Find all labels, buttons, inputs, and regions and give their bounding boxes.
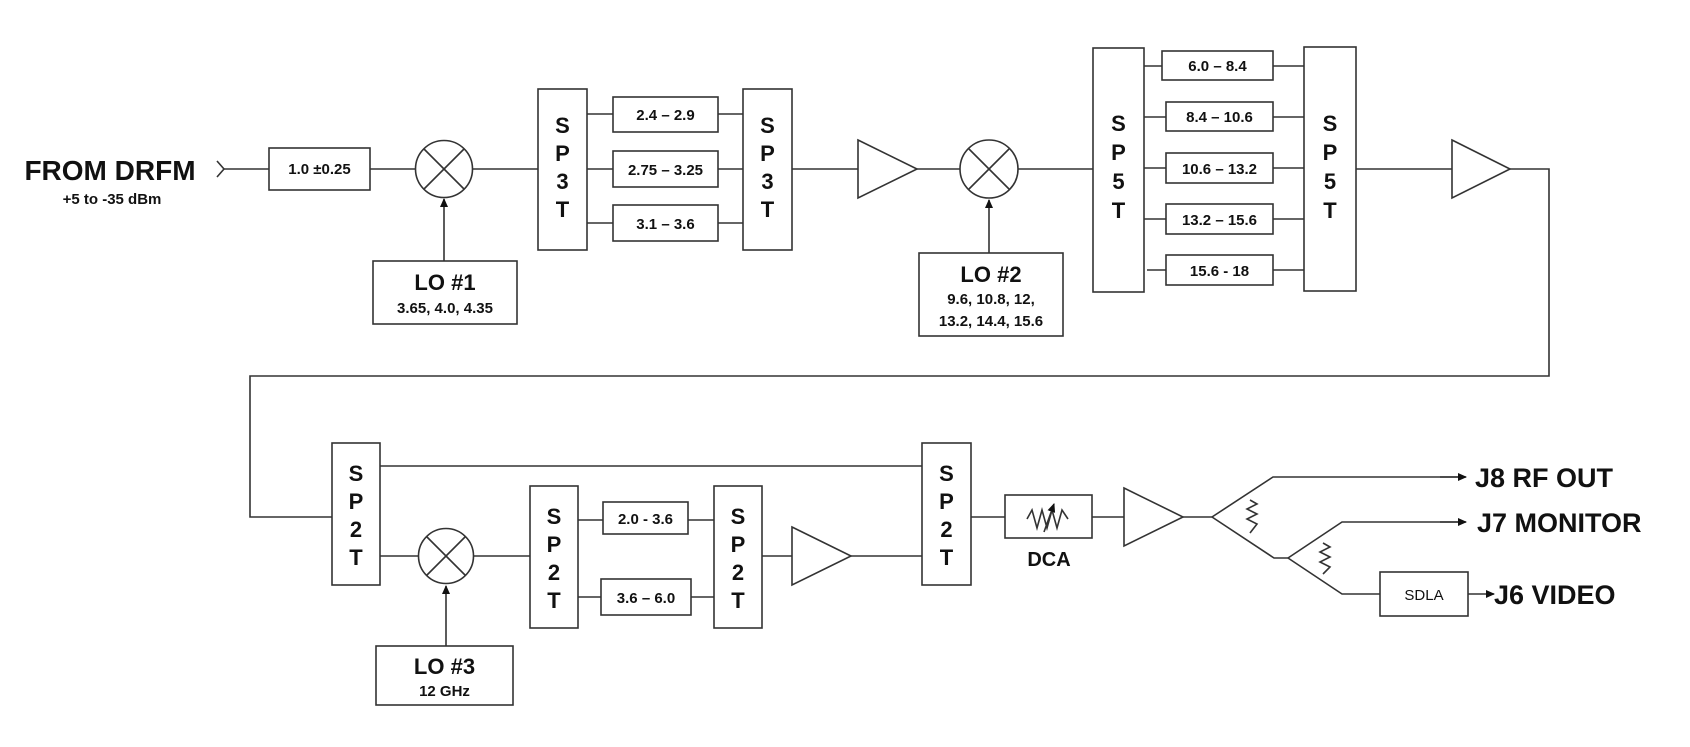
- mixer-3-icon: [417, 527, 475, 585]
- filter-box: [602, 501, 689, 535]
- sdla-label: SDLA: [1404, 587, 1443, 604]
- lo1-title: LO #1: [414, 270, 475, 295]
- svg-text:T: T: [349, 545, 363, 570]
- filter-label: 15.6 - 18: [1190, 263, 1249, 280]
- lo3-frequency: 12 GHz: [419, 683, 470, 700]
- mixer-2-icon: [959, 139, 1019, 199]
- sp5t-switch-1: S P 5 T: [1092, 47, 1145, 293]
- filter-label: 2.75 – 3.25: [628, 162, 703, 179]
- lo1-box: LO #1 3.65, 4.0, 4.35: [372, 260, 518, 325]
- filter-box: [612, 96, 719, 133]
- svg-text:T: T: [556, 197, 570, 222]
- power-splitter-2-icon: [1287, 521, 1465, 595]
- svg-text:P: P: [547, 532, 562, 557]
- svg-text:P: P: [349, 489, 364, 514]
- filter-bank-1: 2.4 – 2.9 2.75 – 3.25 3.1 – 3.6: [587, 96, 743, 242]
- filter-box: [612, 204, 719, 242]
- variable-resistor-icon: [1026, 507, 1069, 531]
- sp2t-switch-2: S P 2 T: [529, 485, 579, 629]
- svg-text:S: S: [1323, 111, 1338, 136]
- filter-label: 6.0 – 8.4: [1188, 58, 1247, 75]
- svg-text:2: 2: [732, 560, 744, 585]
- lo2-frequencies-line1: 9.6, 10.8, 12,: [947, 291, 1035, 308]
- svg-text:P: P: [1323, 140, 1338, 165]
- svg-text:P: P: [1111, 140, 1126, 165]
- power-splitter-1-icon: [1211, 476, 1465, 559]
- svg-text:S: S: [555, 113, 570, 138]
- svg-text:S: S: [760, 113, 775, 138]
- sp2t-switch-3: S P 2 T: [713, 485, 763, 629]
- filter-box: [1161, 50, 1274, 81]
- variable-arrow-icon: [1043, 503, 1056, 533]
- sdla-box: SDLA: [1379, 571, 1469, 617]
- input-power-range: +5 to -35 dBm: [63, 191, 162, 208]
- filter-label: 10.6 – 13.2: [1182, 161, 1257, 178]
- amplifier-4-icon: [1123, 486, 1185, 548]
- sp5t-switch-2: S P 5 T: [1303, 46, 1357, 292]
- input-filter-label: 1.0 ±0.25: [288, 161, 350, 178]
- input-label: FROM DRFM: [24, 155, 195, 186]
- svg-text:S: S: [547, 504, 562, 529]
- filter-box: [1165, 152, 1274, 184]
- svg-text:T: T: [547, 588, 561, 613]
- svg-text:T: T: [940, 545, 954, 570]
- filter-label: 2.0 - 3.6: [618, 511, 673, 528]
- lo3-title: LO #3: [414, 654, 475, 679]
- filter-bank-2: 6.0 – 8.4 8.4 – 10.6 10.6 – 13.2 13.2 – …: [1144, 50, 1304, 286]
- lo2-title: LO #2: [960, 262, 1021, 287]
- svg-text:P: P: [760, 141, 775, 166]
- svg-text:2: 2: [350, 517, 362, 542]
- dca-label: DCA: [1027, 549, 1070, 571]
- sp2t-switch-4: S P 2 T: [921, 442, 972, 586]
- svg-text:2: 2: [548, 560, 560, 585]
- filter-label: 2.4 – 2.9: [636, 107, 694, 124]
- svg-text:3: 3: [761, 169, 773, 194]
- svg-text:S: S: [349, 461, 364, 486]
- filter-label: 3.6 – 6.0: [617, 590, 675, 607]
- input-connector-icon: [216, 160, 226, 178]
- amplifier-2-icon: [1451, 138, 1512, 200]
- filter-box: [1165, 101, 1274, 132]
- svg-text:T: T: [1112, 198, 1126, 223]
- interstage-wire: [249, 168, 1550, 518]
- filter-box: [600, 578, 692, 616]
- svg-text:T: T: [761, 197, 775, 222]
- svg-text:3: 3: [556, 169, 568, 194]
- filter-label: 8.4 – 10.6: [1186, 109, 1253, 126]
- svg-text:2: 2: [940, 517, 952, 542]
- sp3t-switch-1: S P 3 T: [537, 88, 588, 251]
- svg-text:T: T: [1323, 198, 1337, 223]
- lo2-frequencies-line2: 13.2, 14.4, 15.6: [939, 313, 1043, 330]
- svg-text:S: S: [939, 461, 954, 486]
- output-j7-label: J7 MONITOR: [1477, 508, 1642, 538]
- lo3-box: LO #3 12 GHz: [375, 645, 514, 706]
- svg-text:5: 5: [1324, 169, 1336, 194]
- filter-box: [612, 150, 719, 188]
- filter-bank-3: 2.0 - 3.6 3.6 – 6.0: [578, 501, 714, 616]
- lo2-box: LO #2 9.6, 10.8, 12, 13.2, 14.4, 15.6: [918, 252, 1064, 337]
- svg-text:P: P: [731, 532, 746, 557]
- sp3t-switch-2: S P 3 T: [742, 88, 793, 251]
- svg-text:5: 5: [1112, 169, 1124, 194]
- mixer-1-icon: [414, 139, 474, 199]
- svg-text:P: P: [939, 489, 954, 514]
- filter-label: 3.1 – 3.6: [636, 216, 694, 233]
- filter-box: [1165, 254, 1274, 286]
- amplifier-1-icon: [857, 138, 919, 200]
- svg-text:P: P: [555, 141, 570, 166]
- svg-text:T: T: [731, 588, 745, 613]
- lo1-frequencies: 3.65, 4.0, 4.35: [397, 300, 493, 317]
- output-j8-label: J8 RF OUT: [1475, 463, 1614, 493]
- input-filter: 1.0 ±0.25: [268, 147, 371, 191]
- sp2t-switch-1: S P 2 T: [331, 442, 381, 586]
- output-j6-label: J6 VIDEO: [1494, 580, 1616, 610]
- filter-label: 13.2 – 15.6: [1182, 212, 1257, 229]
- amplifier-3-icon: [791, 525, 853, 587]
- filter-box: [1165, 203, 1274, 235]
- svg-text:S: S: [731, 504, 746, 529]
- dca-attenuator: DCA: [1004, 494, 1093, 571]
- svg-text:S: S: [1111, 111, 1126, 136]
